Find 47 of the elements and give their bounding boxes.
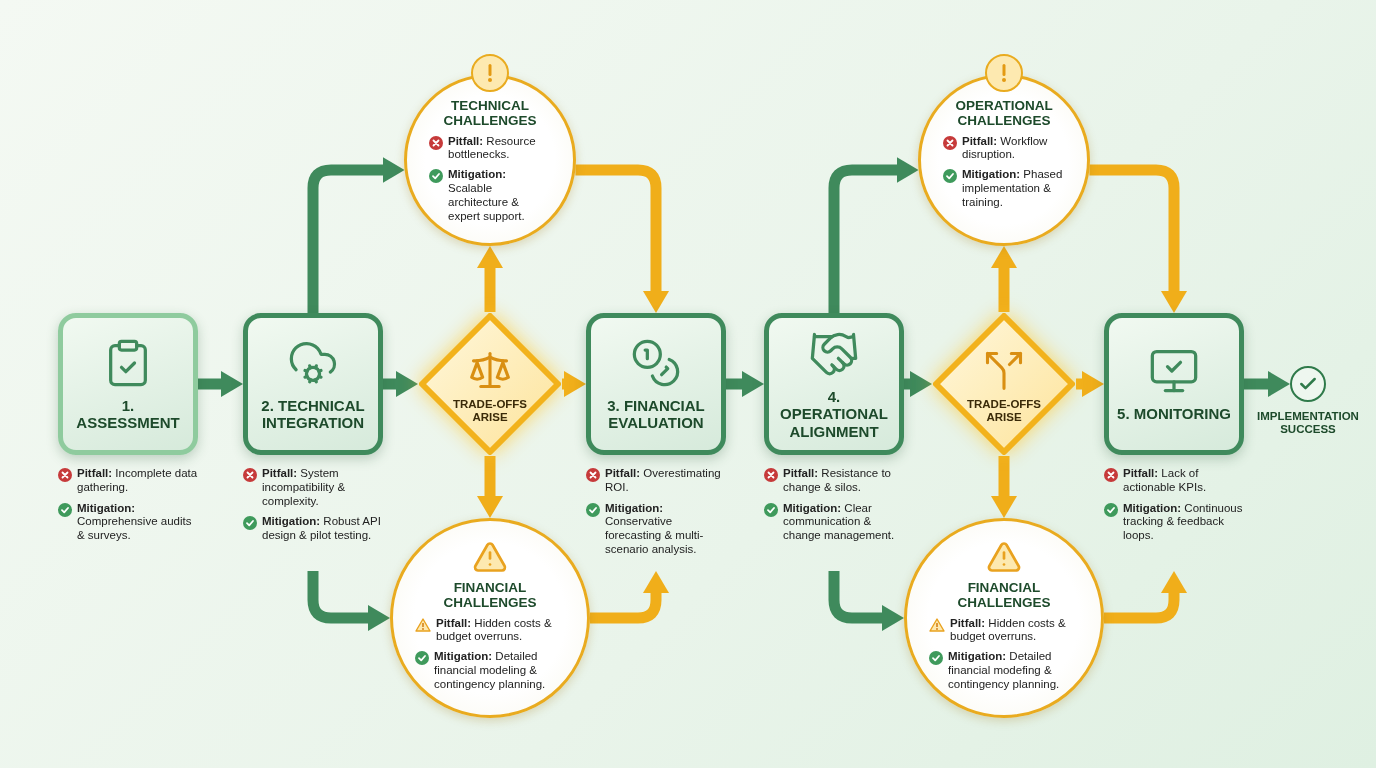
item-text: Pitfall: Incomplete data gathering. xyxy=(77,467,198,495)
step-title: 2. TECHNICAL INTEGRATION xyxy=(260,396,366,432)
item-text: Pitfall: Workflow disruption. xyxy=(962,134,1049,163)
challenge-title: FINANCIAL CHALLENGES xyxy=(956,581,1052,611)
arrow xyxy=(1104,571,1187,624)
step-title: 4. OPERATIONAL ALIGNMENT xyxy=(778,388,890,440)
item-text: Mitigation: Scalable architecture & expert support. xyxy=(448,168,526,224)
decision-title: TRADE-OFFS ARISE xyxy=(965,398,1043,425)
challenge-title: FINANCIAL CHALLENGES xyxy=(442,581,538,611)
item-text: Mitigation: Detailed financial modefing & contingency planning. xyxy=(948,650,1061,692)
challenge-title: TECHNICAL CHALLENGES xyxy=(442,99,538,129)
decision-title: TRADE-OFFS ARISE xyxy=(451,398,529,425)
item-text: Mitigation: Phased implementation & training. xyxy=(962,168,1064,210)
arrow xyxy=(590,571,669,624)
item-text: Pitfall: Overestimating ROI. xyxy=(605,467,722,495)
item-text: Pitfall: Lack of actionable KPIs. xyxy=(1123,467,1208,495)
item-text: Pitfall: Resource bottlenecks. xyxy=(448,134,537,163)
step-title: 5. MONITORING xyxy=(1117,405,1231,423)
item-text: Pitfall: Hidden costs & budget overruns. xyxy=(436,616,553,645)
item-text: Mitigation: Continuous tracking & feedback loops. xyxy=(1123,501,1244,543)
outcome-label: IMPLEMENTATION SUCCESS xyxy=(1256,410,1360,437)
arrow xyxy=(991,246,1017,312)
arrow xyxy=(904,371,932,397)
item-text: Pitfall: Hidden costs & budget overruns. xyxy=(950,616,1067,645)
arrow xyxy=(562,371,586,397)
step-title: 1. ASSESSMENT xyxy=(75,396,181,432)
arrow xyxy=(1089,164,1187,313)
arrow xyxy=(1244,371,1290,397)
challenge-title: OPERATIONAL CHALLENGES xyxy=(954,99,1054,129)
step-title: 3. FINANCIAL EVALUATION xyxy=(606,396,706,432)
arrow xyxy=(575,164,669,313)
item-text: Mitigation: Conservative forecasting & multi-scenario analysis. xyxy=(605,501,705,557)
arrow xyxy=(477,456,503,518)
item-text: Mitigation: Comprehensive audits & surveys. xyxy=(77,501,193,543)
arrow xyxy=(726,371,764,397)
item-text: Mitigation: Detailed financial modeling & contingency planning. xyxy=(434,650,547,692)
arrow xyxy=(991,456,1017,518)
item-text: Pitfall: System incompatibility & complexity. xyxy=(262,467,347,509)
arrow xyxy=(307,157,405,313)
arrow xyxy=(383,371,418,397)
arrow xyxy=(477,246,503,312)
item-text: Mitigation: Robust API design & pilot testing. xyxy=(262,515,382,543)
arrow xyxy=(1076,371,1104,397)
arrow xyxy=(828,157,919,313)
arrow xyxy=(198,371,243,397)
item-text: Pitfall: Resistance to change & silos. xyxy=(783,467,892,495)
item-text: Mitigation: Clear communication & change management. xyxy=(783,501,896,543)
